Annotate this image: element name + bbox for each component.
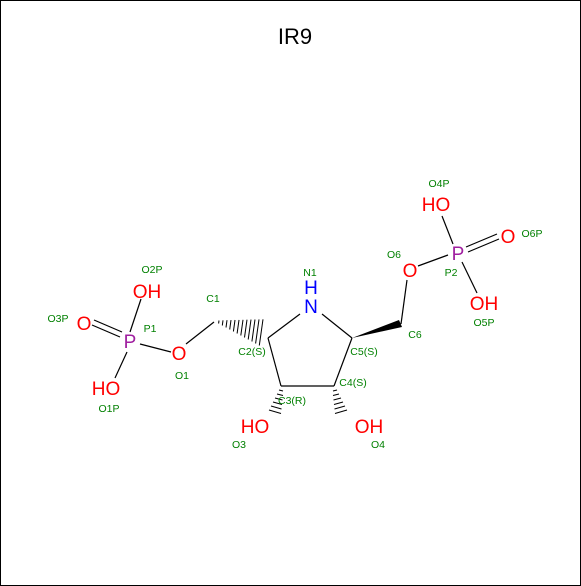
- bond-c6-o6: [400, 279, 408, 325]
- bond-p2-o4p: [441, 215, 454, 245]
- atom-o4: OH: [355, 417, 384, 438]
- atom-o2p: OH: [133, 282, 162, 303]
- atom-o6p: O: [501, 227, 516, 248]
- label-c4: C4(S): [339, 377, 366, 389]
- label-p1: P1: [144, 323, 157, 335]
- bond-c2-c3: [267, 337, 282, 387]
- bond-p1-o3p-b: [91, 324, 121, 338]
- atom-o1: O: [172, 344, 187, 365]
- label-o3: O3: [232, 439, 246, 451]
- label-c2: C2(S): [238, 346, 265, 358]
- bond-c4-c5: [333, 337, 353, 387]
- label-p2: P2: [445, 267, 458, 279]
- atom-n1: N: [304, 297, 318, 318]
- bond-p1-o1: [139, 343, 172, 353]
- atom-o1p: HO: [92, 379, 121, 400]
- label-o6: O6: [387, 249, 401, 261]
- label-n1: N1: [303, 267, 317, 279]
- label-o4: O4: [371, 439, 385, 451]
- label-o3p: O3P: [47, 313, 68, 325]
- label-o1p: O1P: [98, 403, 119, 415]
- label-o2p: O2P: [141, 264, 162, 276]
- atom-p2: P: [452, 244, 465, 265]
- label-o6p: O6P: [521, 228, 542, 240]
- bond-p1-o3p-a: [93, 319, 123, 333]
- bond-o6-p2: [417, 254, 449, 267]
- molecule-title: IR9: [278, 24, 312, 49]
- atom-o3: HO: [241, 417, 270, 438]
- bond-o1-c1: [185, 321, 215, 345]
- atom-o3p: O: [77, 314, 92, 335]
- bond-p1-o1p: [114, 351, 128, 379]
- bond-p2-o6p-a: [465, 233, 498, 248]
- bond-p2-o5p: [461, 261, 478, 294]
- label-o1: O1: [175, 370, 189, 382]
- hash-wedge-c3-o3: [268, 389, 284, 414]
- solid-wedge-c5-c6: [352, 320, 402, 338]
- atom-o4p: HO: [422, 195, 451, 216]
- label-c1: C1: [206, 293, 220, 305]
- atom-p1: P: [124, 332, 137, 353]
- bond-c2-n1: [267, 313, 301, 339]
- atom-o6: O: [403, 261, 418, 282]
- label-c6: C6: [408, 329, 422, 341]
- hash-wedge-c4-o4: [332, 389, 348, 414]
- bond-n1-c5: [321, 313, 353, 339]
- label-o4p: O4P: [428, 178, 449, 190]
- label-o5p: O5P: [473, 317, 494, 329]
- hash-wedge-c2-c1: [218, 319, 264, 346]
- bond-p2-o6p-b: [467, 238, 500, 253]
- label-c3: C3(R): [278, 395, 306, 407]
- bond-p1-o2p: [129, 298, 142, 333]
- atom-o5p: OH: [470, 294, 499, 315]
- atom-n1-hydrogen: H: [304, 278, 318, 299]
- label-c5: C5(S): [350, 346, 377, 358]
